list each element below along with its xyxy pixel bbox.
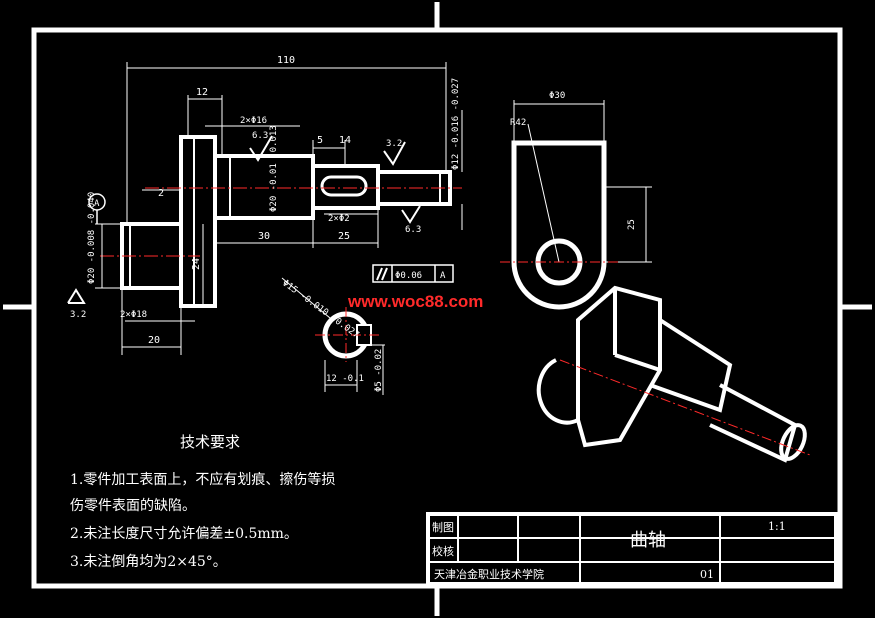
gdt-tolerance: Φ0.06 <box>395 271 422 281</box>
tb-part-name: 曲轴 <box>630 530 666 551</box>
dim-chamfer-d18: 2×Φ18 <box>120 310 147 320</box>
tb-drawn-label: 制图 <box>432 521 454 534</box>
dim-30: 30 <box>258 231 270 242</box>
side-view-labels: Φ30 R42 25 <box>510 91 637 230</box>
tb-number: 01 <box>700 568 714 581</box>
gdt-datum: A <box>440 271 446 281</box>
tb-scale: 1:1 <box>768 520 786 533</box>
dim-roughness-32-a: 3.2 <box>386 139 402 149</box>
title-block-text: 制图 校核 曲轴 1:1 天津冶金职业技术学院 01 <box>432 520 786 581</box>
dim-roughness-63-a: 6.3 <box>252 131 268 141</box>
dim-shaft-d20-tol: Φ20 -0.01 -0.013 <box>269 125 279 212</box>
tb-school: 天津冶金职业技术学院 <box>434 567 544 581</box>
technical-notes: 技术要求 1.零件加工表面上，不应有划痕、擦伤等损 伤零件表面的缺陷。 2.未注… <box>70 433 335 570</box>
dim-20: 20 <box>148 335 160 346</box>
dim-roughness-63-b: 6.3 <box>405 225 421 235</box>
notes-line-3: 2.未注长度尺寸允许偏差±0.5mm。 <box>70 526 298 542</box>
dim-chamfer-d16: 2×Φ16 <box>240 116 267 126</box>
side-view <box>500 100 652 310</box>
dim-shaft-d12-tol: Φ12 -0.016 -0.027 <box>451 78 461 170</box>
dim-roughness-32-b: 3.2 <box>70 310 86 320</box>
roughness-symbols <box>67 135 421 304</box>
notes-title: 技术要求 <box>180 433 240 451</box>
datum-a-symbol <box>88 193 106 224</box>
notes-line-4: 3.未注倒角均为2×45°。 <box>70 554 227 570</box>
dim-25: 25 <box>338 231 350 242</box>
section-view <box>281 277 385 395</box>
notes-line-1: 1.零件加工表面上，不应有划痕、擦伤等损 <box>70 471 335 488</box>
dim-side-25: 25 <box>627 219 637 230</box>
dimension-lines <box>95 62 463 355</box>
dim-chamfer-2xd2: 2×Φ2 <box>328 214 350 224</box>
dim-section-12: 12 -0.1 <box>326 374 364 384</box>
dim-14: 14 <box>339 135 351 146</box>
dim-24: 24 <box>191 258 202 270</box>
gdt-frame: Φ0.06 A <box>372 264 454 283</box>
front-view <box>100 135 462 308</box>
tb-checked-label: 校核 <box>432 544 454 558</box>
dim-overall-length: 110 <box>277 55 295 66</box>
dim-side-r42: R42 <box>510 118 526 128</box>
dim-end-d20-tol: Φ20 -0.008 -0.040 <box>87 192 97 284</box>
dim-side-d30: Φ30 <box>549 91 565 101</box>
dim-section-5: Φ5 -0.02 <box>374 349 384 392</box>
watermark: www.woc88.com <box>347 292 483 311</box>
notes-line-2: 伤零件表面的缺陷。 <box>70 498 196 514</box>
title-block <box>426 512 838 586</box>
dim-chamfer-2: 2 <box>158 188 164 199</box>
datum-a-label: A <box>94 199 100 209</box>
dimension-labels: 110 12 2×Φ16 6.3 5 14 3.2 Φ12 -0.016 -0.… <box>70 55 461 346</box>
dim-12: 12 <box>196 87 208 98</box>
dim-5: 5 <box>317 135 323 146</box>
isometric-view <box>536 285 811 463</box>
